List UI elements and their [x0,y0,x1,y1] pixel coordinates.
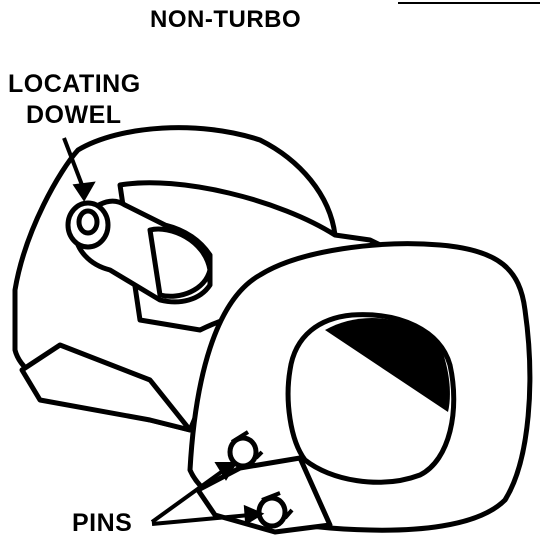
dowel-leader [62,137,84,186]
dowel-tip-inner [76,208,100,236]
header-rule [398,2,540,4]
rear-tab [19,342,193,433]
pins-arrowhead-lower [243,504,265,526]
pins-leader-lower [151,513,251,526]
pins-leader-upper [150,468,226,524]
pin-upper [227,435,259,469]
pins-label: PINS [72,509,133,537]
dowel-arrowhead [72,181,96,202]
locating-dowel-label-line2: DOWEL [26,101,122,129]
pins-arrowhead-upper [214,462,238,481]
dowel-collar [147,226,213,299]
locating-dowel-label-line1: LOCATING [8,70,141,98]
diagram-title: NON-TURBO [150,6,302,33]
pin-lower [256,495,288,529]
bore-shadow [325,318,450,412]
